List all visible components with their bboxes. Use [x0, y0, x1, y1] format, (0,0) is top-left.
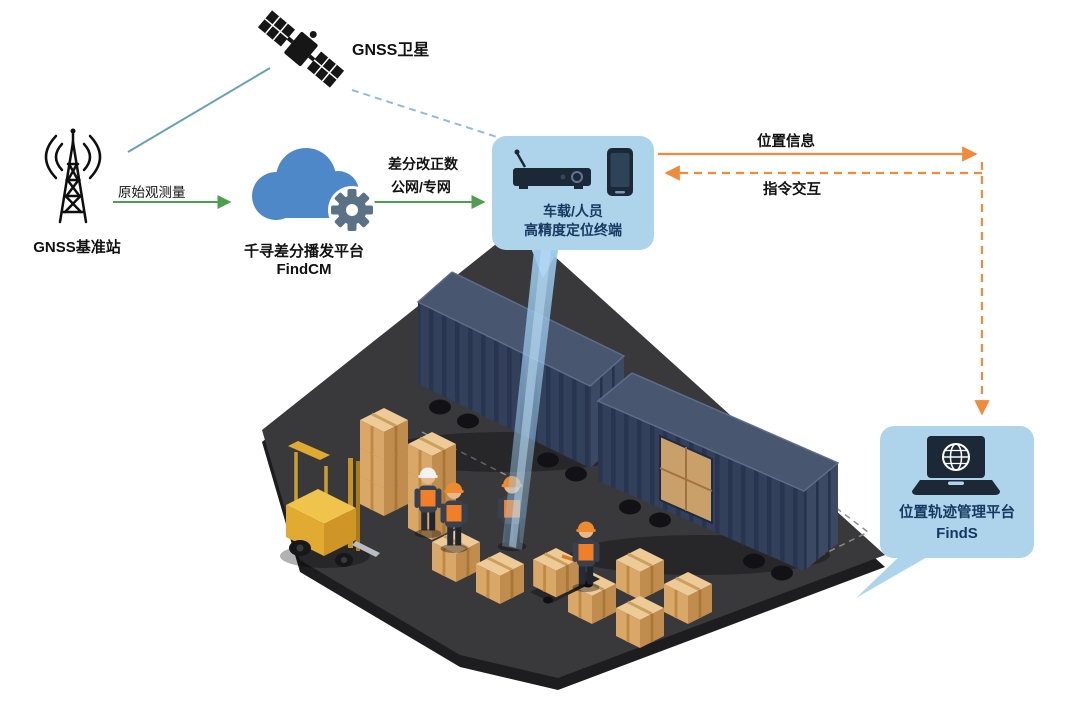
terminal-label-line2: 高精度定位终端 — [524, 221, 622, 238]
shipping-container-front — [570, 372, 840, 581]
satellite-icon — [257, 10, 345, 88]
network-label: 公网/专网 — [391, 179, 451, 195]
cloud-platform-name: 千寻差分播发平台 — [243, 243, 364, 260]
base-station-label: GNSS基准站 — [33, 239, 121, 256]
platform-name: 位置轨迹管理平台 — [899, 505, 1015, 521]
terminal-bubble: 车载/人员 高精度定位终端 — [492, 136, 654, 250]
satellite-label: GNSS卫星 — [352, 42, 430, 59]
laptop-globe-icon — [912, 436, 1000, 495]
correction-label: 差分改正数 — [388, 156, 458, 172]
cloud-platform-product: FindCM — [276, 261, 332, 278]
position-info-label: 位置信息 — [757, 134, 815, 150]
pallet-jack — [530, 521, 600, 604]
platform-bubble: 位置轨迹管理平台 FindS — [880, 426, 1034, 558]
terminal-label-line1: 车载/人员 — [543, 203, 603, 219]
raw-observation-label: 原始观测量 — [118, 185, 186, 200]
positioning-beam — [502, 250, 558, 550]
connection-lines — [113, 67, 990, 416]
forklift — [280, 441, 380, 568]
smartphone-icon — [607, 148, 633, 196]
platform-product: FindS — [936, 524, 978, 542]
vehicle-terminal-icon — [513, 149, 591, 189]
radio-tower-icon — [44, 128, 102, 224]
platform-bubble-tail — [856, 552, 936, 598]
command-interaction-label: 指令交互 — [763, 182, 821, 198]
cloud-gear-icon — [252, 148, 376, 234]
